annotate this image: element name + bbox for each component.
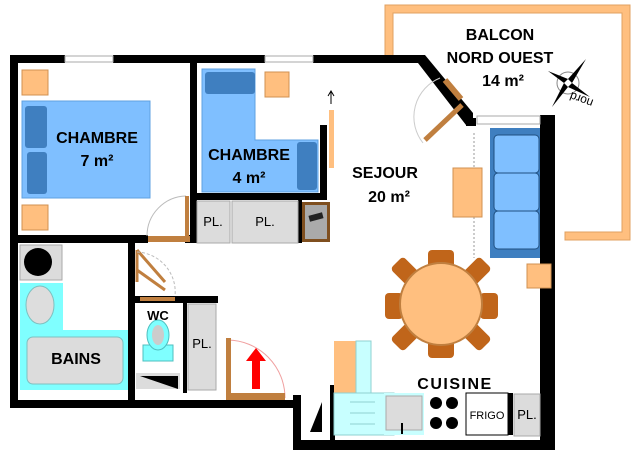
entrance-door[interactable] xyxy=(226,338,286,400)
living-area: 20 m² xyxy=(368,189,410,206)
balcony-door[interactable] xyxy=(413,77,464,144)
sofa xyxy=(452,128,552,289)
kitchen-counter xyxy=(306,340,541,437)
kitchen-label: CUISINE xyxy=(417,376,492,393)
sink-icon xyxy=(25,285,55,325)
bedroom2-furniture xyxy=(201,68,335,193)
bedroom1-label: CHAMBRE xyxy=(56,130,138,147)
closet-2-label: PL. xyxy=(255,214,275,229)
bedroom2-label: CHAMBRE xyxy=(208,147,290,164)
balcony-area: 14 m² xyxy=(482,73,524,90)
dining-table xyxy=(385,250,498,358)
safe xyxy=(302,202,330,242)
closet-3[interactable] xyxy=(187,303,217,391)
living-label: SEJOUR xyxy=(352,165,418,182)
wc-label: WC xyxy=(147,308,169,323)
closet-1-label: PL. xyxy=(203,214,223,229)
entrance-arrow-icon xyxy=(246,348,266,389)
kitchen-sink-icon xyxy=(385,395,423,431)
closet-3-label: PL. xyxy=(192,336,212,351)
bedroom1-area: 7 m² xyxy=(81,153,114,170)
balcony-label-2: NORD OUEST xyxy=(447,50,554,67)
walls xyxy=(10,55,555,450)
bedroom2-area: 4 m² xyxy=(233,170,266,187)
window xyxy=(264,55,314,63)
bathroom-fixtures xyxy=(19,244,176,390)
closet-4[interactable] xyxy=(513,393,541,437)
window xyxy=(64,55,114,63)
compass-icon xyxy=(548,59,590,107)
closet-4-label: PL. xyxy=(517,407,537,422)
bedroom1-furniture xyxy=(21,69,190,242)
fridge-label: FRIGO xyxy=(470,410,505,422)
bathtub-icon xyxy=(26,336,124,385)
closet-2[interactable] xyxy=(231,200,299,244)
closet-1[interactable] xyxy=(196,200,231,244)
washing-machine-icon xyxy=(24,248,52,276)
bathroom-label: BAINS xyxy=(51,351,101,368)
window xyxy=(476,115,541,125)
balcony-label: BALCON xyxy=(466,27,534,44)
wc-room xyxy=(136,304,182,389)
